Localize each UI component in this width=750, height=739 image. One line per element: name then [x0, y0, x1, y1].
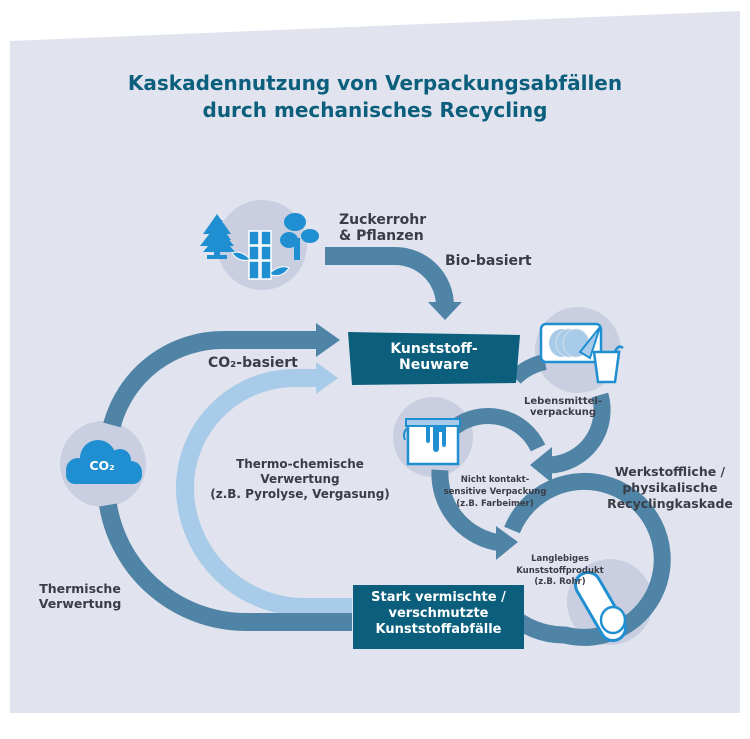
cascade-line-1: Werkstoffliche /	[614, 464, 726, 479]
thermo-chemical-line-2: Verwertung	[260, 472, 340, 486]
mixed-waste-line-3: Kunststoffabfälle	[375, 622, 502, 637]
non-contact-packaging-label: Nicht kontakt- sensitive Verpackung (z.B…	[440, 474, 550, 510]
mixed-waste-line-2: verschmutzte	[388, 606, 489, 621]
plants-label-line-1: Zuckerrohr	[339, 212, 427, 228]
virgin-plastic-line-2: Neuware	[399, 356, 469, 373]
arrow-thermal	[99, 503, 352, 631]
title-line-1: Kaskadennutzung von Verpackungsabfällen	[127, 71, 623, 95]
mixed-waste-line-1: Stark vermischte /	[371, 590, 506, 605]
food-packaging-line-1: Lebensmittel-	[524, 396, 602, 407]
thermo-chemical-line-1: Thermo-chemische	[236, 457, 364, 471]
virgin-plastic-line-1: Kunststoff-	[390, 341, 478, 357]
durable-line-3: (z.B. Rohr)	[534, 577, 586, 587]
page-title: Kaskadennutzung von Verpackungsabfällen …	[0, 70, 750, 124]
co2-cloud-label: CO₂	[89, 458, 115, 473]
arrow-co2-based	[103, 323, 340, 428]
co2-based-label: CO₂-basiert	[208, 355, 298, 371]
bio-based-label: Bio-basiert	[445, 253, 532, 269]
paint-bucket-icon	[403, 418, 461, 466]
food-packaging-line-2: verpackung	[529, 407, 597, 419]
food-tray-cup-icon	[539, 322, 624, 384]
recycling-cascade-label: Werkstoffliche / physikalische Recycling…	[600, 464, 740, 512]
thermal-recovery-label: Thermische Verwertung	[30, 581, 130, 611]
thermo-chemical-line-3: (z.B. Pyrolyse, Vergasung)	[210, 487, 390, 501]
title-line-2: durch mechanisches Recycling	[202, 98, 548, 122]
cascade-line-3: Recyclingkaskade	[607, 496, 733, 511]
thermo-chemical-label: Thermo-chemische Verwertung (z.B. Pyroly…	[205, 457, 395, 502]
virgin-plastic-box	[348, 332, 520, 385]
mixed-waste-label: Stark vermischte / verschmutzte Kunststo…	[353, 590, 524, 638]
plants-label-line-2: & Pflanzen	[339, 227, 424, 244]
pipe-icon	[574, 571, 627, 642]
durable-product-label: Langlebiges Kunststoffprodukt (z.B. Rohr…	[510, 554, 610, 589]
thermal-line-1: Thermische	[39, 581, 121, 596]
cloud-icon	[66, 440, 142, 484]
thermal-line-2: Verwertung	[38, 596, 122, 611]
durable-line-1: Langlebiges	[531, 554, 589, 564]
trees-bamboo-icon	[200, 213, 319, 280]
cascade-line-2: physikalische	[622, 480, 718, 495]
virgin-plastic-label: Kunststoff- Neuware	[352, 341, 516, 373]
plants-label: Zuckerrohr & Pflanzen	[339, 212, 427, 244]
non-contact-line-1: Nicht kontakt-	[460, 475, 530, 485]
mixed-waste-box	[353, 585, 524, 649]
arrow-thermo-chemical	[175, 362, 352, 616]
non-contact-line-2: sensitive Verpackung	[443, 487, 547, 497]
arrow-bio-based	[325, 247, 462, 320]
food-packaging-label: Lebensmittel- verpackung	[513, 396, 613, 418]
arrow-cascade-3	[502, 472, 671, 646]
durable-line-2: Kunststoffprodukt	[516, 565, 604, 576]
non-contact-line-3: (z.B. Farbeimer)	[456, 499, 534, 509]
arrow-cascade-2	[431, 407, 546, 560]
